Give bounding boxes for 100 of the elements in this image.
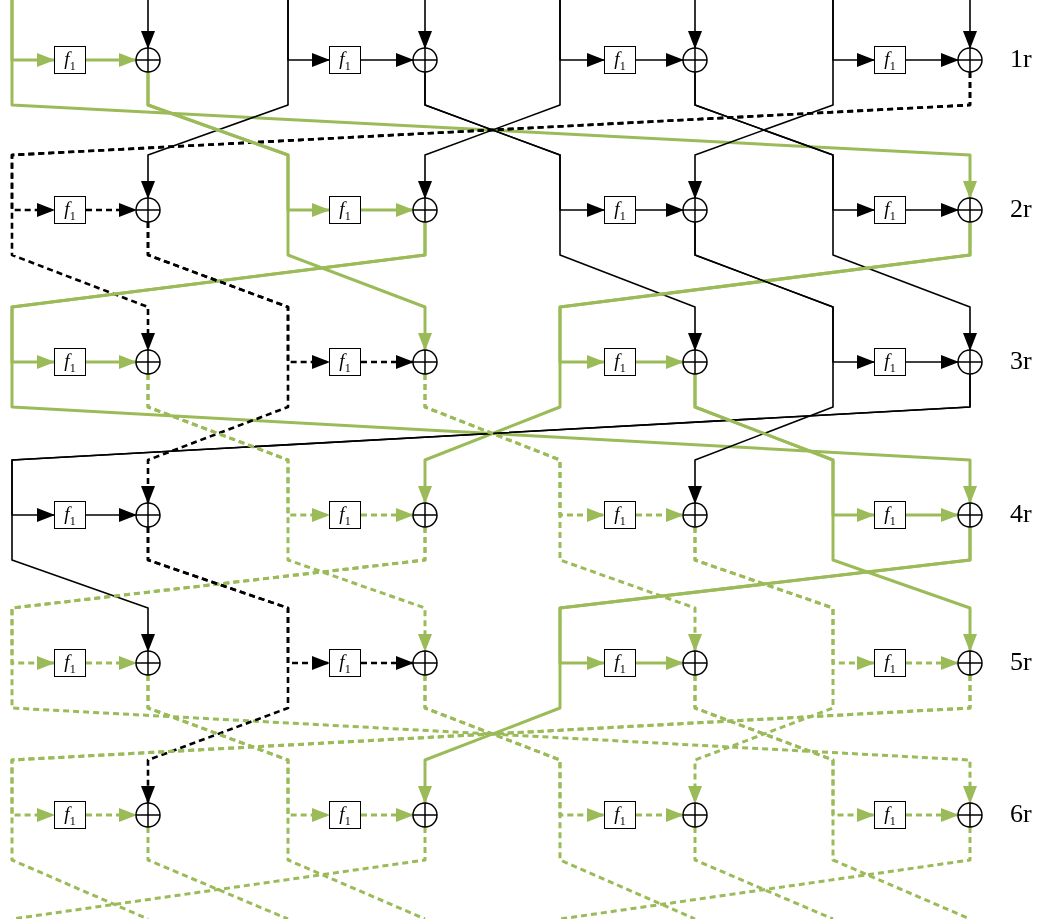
line [423, 675, 696, 919]
arrow [635, 203, 684, 217]
round-label: 6r [1010, 801, 1032, 827]
arrow [688, 221, 834, 504]
line [146, 827, 289, 919]
function-box: f$_{1}$ [329, 801, 361, 829]
arrow [85, 508, 137, 522]
function-box: f$_{1}$ [874, 348, 906, 376]
xor-symbol [412, 802, 438, 828]
xor-symbol [957, 650, 983, 676]
xor-symbol [682, 650, 708, 676]
function-box: f$_{1}$ [604, 348, 636, 376]
function-box: f$_{1}$ [604, 46, 636, 74]
arrow [360, 53, 414, 67]
function-box: f$_{1}$ [329, 46, 361, 74]
round-label: 4r [1010, 501, 1032, 527]
arrow [86, 53, 137, 67]
arrow [361, 808, 414, 822]
arrow [636, 508, 684, 522]
function-box: f$_{1}$ [874, 649, 906, 677]
xor-symbol [135, 502, 161, 528]
round-label: 5r [1010, 649, 1032, 675]
arrow [86, 808, 137, 822]
xor-symbol [957, 47, 983, 73]
xor-symbol [135, 349, 161, 375]
arrow [10, 72, 972, 351]
arrow [905, 203, 959, 217]
arrow [906, 656, 959, 670]
arrow [10, 222, 977, 504]
arrow [361, 355, 414, 369]
xor-symbol [682, 47, 708, 73]
arrow [906, 808, 959, 822]
arrow [636, 355, 684, 369]
arrow [361, 508, 414, 522]
xor-symbol [682, 349, 708, 375]
arrow [361, 656, 414, 670]
line [146, 675, 426, 919]
arrow [146, 72, 432, 351]
xor-symbol [957, 349, 983, 375]
arrow [141, 0, 155, 49]
xor-symbol [957, 502, 983, 528]
xor-symbol [412, 197, 438, 223]
xor-symbol [412, 47, 438, 73]
arrow [418, 222, 972, 504]
arrow [86, 656, 137, 670]
arrow [423, 374, 702, 652]
function-box: f$_{1}$ [874, 46, 906, 74]
function-box: f$_{1}$ [54, 649, 86, 677]
round-label: 2r [1010, 196, 1032, 222]
xor-symbol [135, 650, 161, 676]
xor-symbol [412, 349, 438, 375]
function-box: f$_{1}$ [54, 196, 86, 224]
arrow [688, 0, 702, 49]
arrow [146, 374, 432, 652]
function-box: f$_{1}$ [604, 649, 636, 677]
arrow [905, 53, 959, 67]
arrow [11, 373, 971, 652]
line [693, 827, 834, 919]
xor-symbol [957, 197, 983, 223]
arrow [906, 508, 959, 522]
arrow [10, 527, 977, 804]
arrow [688, 527, 835, 804]
function-box: f$_{1}$ [604, 801, 636, 829]
function-box: f$_{1}$ [329, 501, 361, 529]
function-box: f$_{1}$ [329, 649, 361, 677]
arrow [688, 0, 834, 199]
arrow [141, 0, 289, 199]
function-box: f$_{1}$ [54, 46, 86, 74]
arrow [963, 0, 977, 49]
arrow [424, 71, 702, 351]
xor-symbol [957, 802, 983, 828]
xor-symbol [682, 802, 708, 828]
arrow [418, 0, 432, 49]
function-box: f$_{1}$ [874, 501, 906, 529]
round-label: 1r [1010, 46, 1032, 72]
function-box: f$_{1}$ [54, 501, 86, 529]
function-box: f$_{1}$ [329, 348, 361, 376]
xor-symbol [135, 802, 161, 828]
round-label: 3r [1010, 348, 1032, 374]
arrow [86, 355, 137, 369]
xor-symbol [682, 502, 708, 528]
xor-symbol [412, 650, 438, 676]
arrow [141, 527, 290, 804]
arrow [418, 0, 561, 199]
function-box: f$_{1}$ [874, 196, 906, 224]
function-box: f$_{1}$ [604, 196, 636, 224]
function-box: f$_{1}$ [874, 801, 906, 829]
xor-symbol [412, 502, 438, 528]
arrow [905, 355, 959, 369]
function-box: f$_{1}$ [54, 348, 86, 376]
arrow [693, 374, 977, 652]
xor-symbol [682, 197, 708, 223]
arrow [635, 53, 684, 67]
arrow [141, 222, 290, 504]
xor-symbol [135, 47, 161, 73]
arrow [418, 527, 972, 804]
arrow [636, 656, 684, 670]
function-box: f$_{1}$ [329, 196, 361, 224]
function-box: f$_{1}$ [54, 801, 86, 829]
function-box: f$_{1}$ [604, 501, 636, 529]
